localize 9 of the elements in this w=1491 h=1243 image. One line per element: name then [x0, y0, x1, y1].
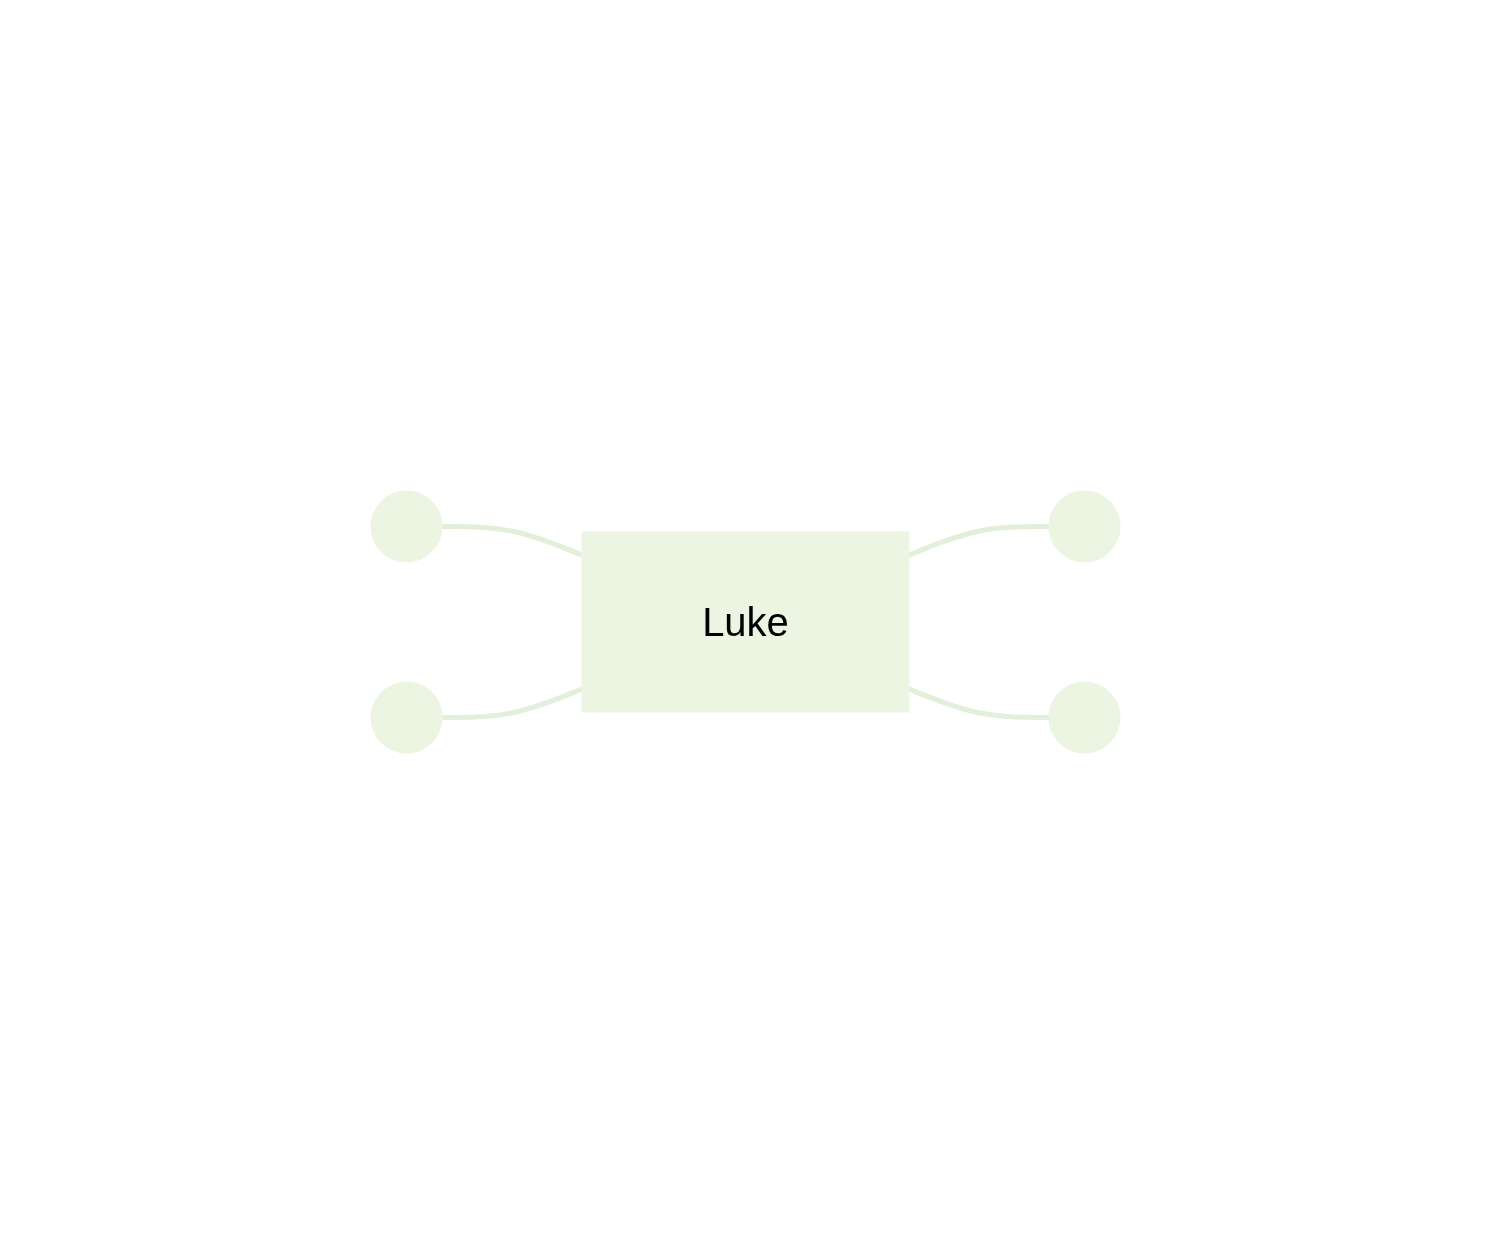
node-ellipse	[1048, 681, 1121, 754]
connector	[442, 523, 584, 557]
node-ellipse	[1048, 489, 1121, 562]
node-ellipse	[370, 681, 443, 754]
node-box: Luke	[581, 531, 910, 712]
connector	[907, 523, 1049, 557]
connector	[907, 686, 1049, 720]
connector	[442, 686, 584, 720]
node-ellipse	[370, 489, 443, 562]
